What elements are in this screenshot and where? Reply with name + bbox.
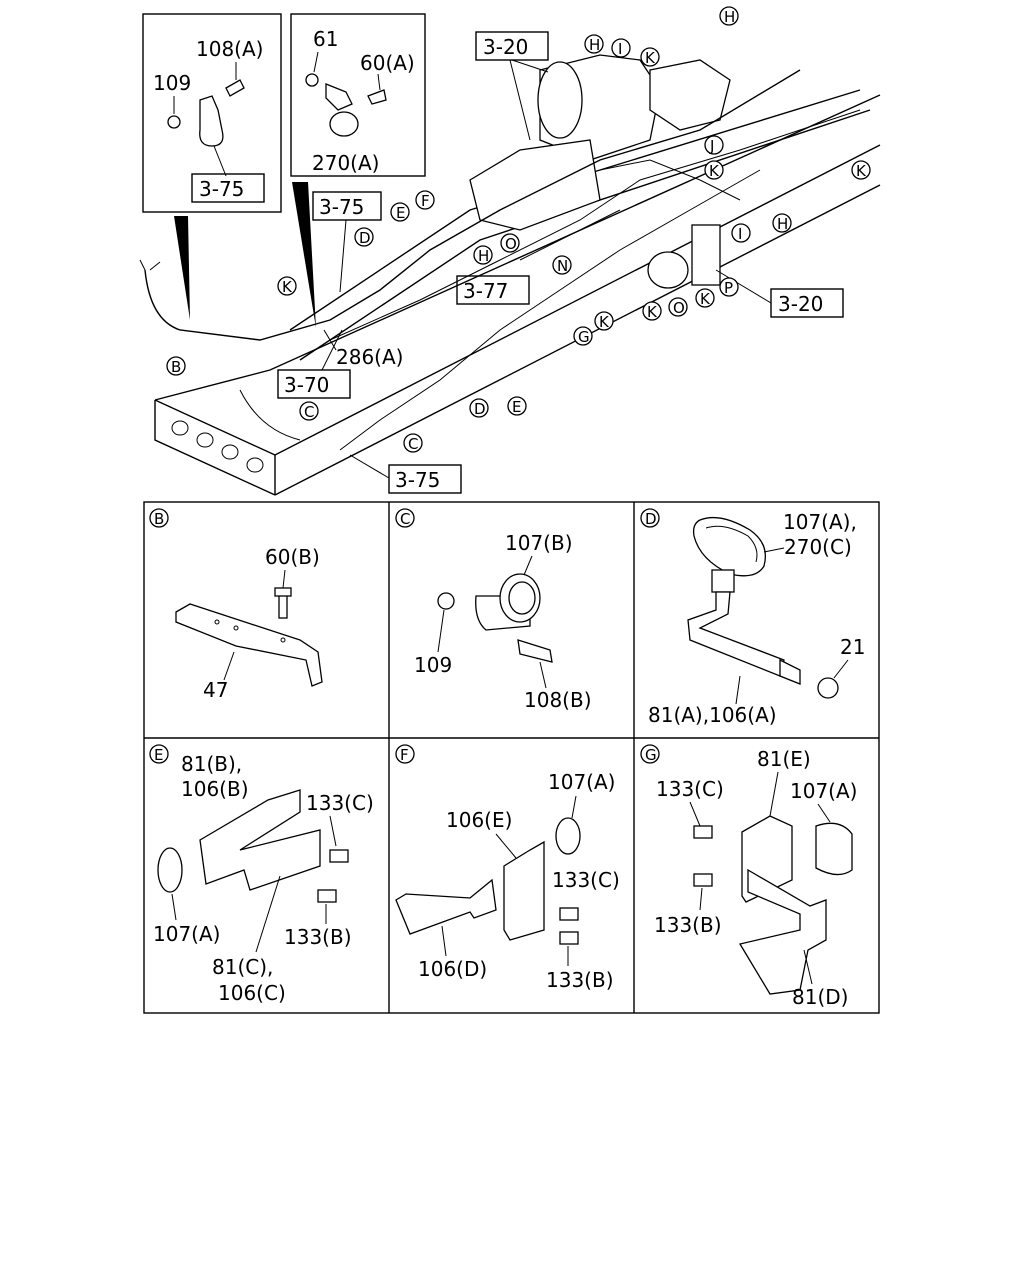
- svg-text:D: D: [474, 400, 486, 418]
- svg-text:I: I: [738, 225, 742, 243]
- panel-c-108b: 108(B): [524, 688, 592, 712]
- panel-g-107a: 107(A): [790, 779, 857, 803]
- svg-text:N: N: [557, 257, 568, 275]
- panel-d: D 107(A), 270(C) 21 81(A),106(A): [640, 508, 865, 727]
- callout-letters: H I K H J K K H I F E D H O N K K O K P …: [166, 6, 871, 453]
- svg-text:K: K: [856, 162, 867, 180]
- ref-box-5: [277, 369, 351, 399]
- ref-3-20-top: 3-20: [483, 35, 528, 59]
- inset-box-1: [142, 13, 282, 213]
- panel-f-133c: 133(C): [552, 868, 620, 892]
- ref-3-75-bottom: 3-75: [395, 468, 440, 492]
- panel-g-133c: 133(C): [656, 777, 724, 801]
- inset2-label-270a: 270(A): [312, 151, 379, 175]
- panel-g-81d: 81(D): [792, 985, 848, 1009]
- panel-f-106e: 106(E): [446, 808, 512, 832]
- svg-text:C: C: [408, 435, 418, 453]
- assembly-view: 108(A) 109 3-75 61 60(A) 270(A): [139, 6, 881, 496]
- panel-e-133c: 133(C): [306, 791, 374, 815]
- ref-3-77: 3-77: [463, 279, 508, 303]
- panel-f-106d: 106(D): [418, 957, 487, 981]
- svg-text:H: H: [589, 36, 600, 54]
- panel-b-letter: B: [154, 510, 164, 528]
- inset1-label-108a: 108(A): [196, 37, 263, 61]
- ref-3-70: 3-70: [284, 373, 329, 397]
- ref-box-6: [388, 464, 462, 494]
- panel-e-107a: 107(A): [153, 922, 220, 946]
- panel-f-letter: F: [400, 746, 409, 764]
- svg-text:K: K: [645, 49, 656, 67]
- panel-c-107b: 107(B): [505, 531, 573, 555]
- svg-text:K: K: [700, 290, 711, 308]
- panel-b-47: 47: [203, 678, 228, 702]
- svg-text:H: H: [777, 215, 788, 233]
- ref-box-2: [312, 191, 382, 221]
- svg-text:K: K: [282, 278, 293, 296]
- svg-text:G: G: [578, 328, 590, 346]
- svg-text:F: F: [421, 192, 430, 210]
- panel-b-60b: 60(B): [265, 545, 320, 569]
- panel-d-letter: D: [645, 510, 657, 528]
- panel-d-107a: 107(A),: [783, 510, 857, 534]
- panel-f-107a: 107(A): [548, 770, 615, 794]
- svg-text:D: D: [359, 229, 371, 247]
- chassis-frame: [154, 54, 881, 496]
- inset1-ref-3-75: 3-75: [199, 177, 244, 201]
- panel-d-81a-106a: 81(A),106(A): [648, 703, 777, 727]
- panel-c-letter: C: [400, 510, 410, 528]
- panel-f: F 107(A) 106(E) 133(C) 106(D) 133(B): [395, 744, 620, 992]
- svg-text:O: O: [673, 299, 685, 317]
- svg-text:E: E: [512, 398, 521, 416]
- ref-box-3: [456, 275, 530, 305]
- panel-g-81e: 81(E): [757, 747, 811, 771]
- svg-text:I: I: [618, 40, 622, 58]
- detail-grid: [143, 501, 880, 1014]
- inset1-ref-box: [191, 173, 265, 203]
- panel-e-81c: 81(C),: [212, 955, 273, 979]
- panel-e-133b: 133(B): [284, 925, 352, 949]
- inset1-pointer: [174, 216, 190, 320]
- panel-c: C 107(B) 109 108(B): [395, 508, 592, 712]
- ref-3-75-mid: 3-75: [319, 195, 364, 219]
- svg-text:C: C: [304, 403, 314, 421]
- panel-g-letter: G: [645, 746, 657, 764]
- svg-text:P: P: [724, 279, 733, 297]
- inset1-label-109: 109: [153, 71, 191, 95]
- panel-c-109: 109: [414, 653, 452, 677]
- ref-box-1: [475, 31, 549, 61]
- inset-box-2: [290, 13, 426, 177]
- svg-text:E: E: [396, 204, 405, 222]
- label-286a: 286(A): [336, 345, 403, 369]
- svg-text:J: J: [709, 137, 714, 155]
- panel-d-21: 21: [840, 635, 865, 659]
- panel-e: E 81(B), 106(B) 133(C) 107(A) 133(B) 81(…: [149, 744, 374, 1005]
- svg-text:K: K: [599, 313, 610, 331]
- panel-f-133b: 133(B): [546, 968, 614, 992]
- panel-e-letter: E: [154, 746, 163, 764]
- panel-e-106c: 106(C): [218, 981, 286, 1005]
- ref-3-20-right: 3-20: [778, 292, 823, 316]
- svg-text:H: H: [724, 8, 735, 26]
- panel-e-81b: 81(B),: [181, 752, 242, 776]
- svg-text:K: K: [709, 162, 720, 180]
- svg-text:O: O: [505, 235, 517, 253]
- harness-lines: [139, 69, 861, 451]
- svg-text:B: B: [171, 358, 181, 376]
- panel-g-133b: 133(B): [654, 913, 722, 937]
- clamp-grommet-illustration: [305, 73, 387, 137]
- inset2-label-60a: 60(A): [360, 51, 415, 75]
- panel-b: B 60(B) 47: [149, 508, 323, 702]
- bracket-clamp-illustration: [167, 79, 245, 147]
- inset2-pointer: [292, 182, 316, 328]
- svg-text:H: H: [478, 247, 489, 265]
- svg-text:K: K: [647, 303, 658, 321]
- panel-e-106b: 106(B): [181, 777, 249, 801]
- panel-d-270c: 270(C): [784, 535, 852, 559]
- inset2-label-61: 61: [313, 27, 338, 51]
- panel-g: G 81(E) 133(C) 107(A) 133(B) 81(D): [640, 744, 857, 1009]
